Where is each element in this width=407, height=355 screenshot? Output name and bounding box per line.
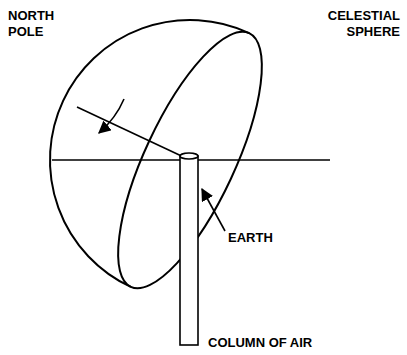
air-column xyxy=(180,153,198,345)
pole-label: NORTH POLE xyxy=(8,8,78,40)
column-label: COLUMN OF AIR xyxy=(208,335,358,351)
rotation-arrow xyxy=(99,99,124,133)
earth-pointer xyxy=(202,189,225,231)
polar-axis xyxy=(77,107,190,160)
earth-label: EARTH xyxy=(228,230,298,246)
sphere-outline xyxy=(50,20,249,287)
sphere-label: CELESTIAL SPHERE xyxy=(292,8,400,40)
